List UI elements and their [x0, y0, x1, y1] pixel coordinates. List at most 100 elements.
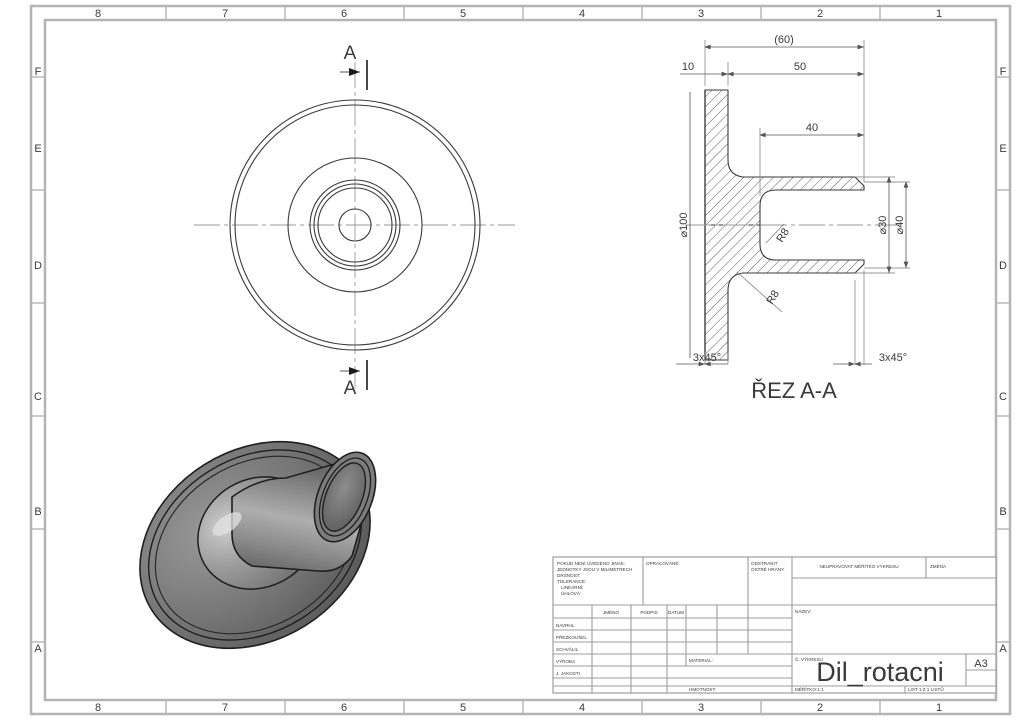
zone-label-top-7: 7 [222, 8, 228, 20]
dim-boss-diameter: ⌀40 [894, 181, 909, 268]
zone-labels-top: 8 7 6 5 4 3 2 1 [95, 8, 942, 20]
dim-fillet-outer-label: R8 [764, 288, 782, 306]
dim-chamfer-left-label: 3x45° [693, 352, 721, 364]
zone-label-top-8: 8 [95, 8, 101, 20]
zone-label-bottom-4: 4 [579, 702, 585, 714]
row-label-j-jakosti: J. JAKOSTI [556, 671, 580, 676]
do-not-scale-label: NEUPRAVOVAT MĚŘÍTKO VÝKRESU [819, 562, 898, 569]
header-podpis: PODPIS [640, 610, 657, 615]
zone-labels-left: F E D C B A [34, 66, 42, 655]
section-view-a-a[interactable]: (60) 10 50 40 ⌀100 ⌀30 ⌀40 [676, 34, 910, 403]
dim-flange-diameter: ⌀100 [678, 92, 691, 358]
zone-label-left-F: F [35, 66, 42, 78]
zone-label-top-4: 4 [579, 8, 585, 20]
zone-label-top-2: 2 [817, 8, 823, 20]
zone-label-right-C: C [999, 391, 1007, 403]
dim-fillet-outer: R8 [736, 271, 783, 313]
zone-label-bottom-3: 3 [698, 702, 704, 714]
drawing-number: Dil_rotacni [816, 657, 944, 687]
zone-label-bottom-8: 8 [95, 702, 101, 714]
zone-label-top-3: 3 [698, 8, 704, 20]
dim-boss-diameter-label: ⌀40 [894, 216, 906, 235]
dim-bore-depth-label: 40 [806, 122, 818, 134]
zone-labels-bottom: 8 7 6 5 4 3 2 1 [95, 702, 942, 714]
zone-label-right-A: A [999, 643, 1007, 655]
zone-label-right-F: F [1000, 66, 1007, 78]
title-block-notes: POKUD NENÍ UVEDENO JINAK: JEDNOTKY JSOU … [557, 560, 632, 596]
zone-label-bottom-2: 2 [817, 702, 823, 714]
zone-label-left-C: C [34, 391, 42, 403]
dim-bore-diameter-label: ⌀30 [877, 216, 889, 235]
zone-label-bottom-5: 5 [460, 702, 466, 714]
zone-label-bottom-7: 7 [222, 702, 228, 714]
zone-label-top-5: 5 [460, 8, 466, 20]
zone-label-right-E: E [999, 143, 1006, 155]
drawing-no-label: Č. VÝKRESU [795, 656, 823, 662]
dim-overall-length: (60) [704, 34, 864, 50]
front-view[interactable]: A A [194, 43, 515, 399]
zone-label-top-1: 1 [936, 8, 942, 20]
sheet-format: A3 [974, 658, 987, 670]
note-line-1: POKUD NENÍ UVEDENO JINAK: [557, 560, 625, 566]
dim-flange-diameter-label: ⌀100 [678, 213, 690, 238]
section-marker-top-label: A [344, 43, 357, 64]
weight-label: HMOTNOST: [689, 687, 716, 692]
scale-label: MĚŘÍTKO:1:1 [795, 685, 824, 692]
zone-label-bottom-1: 1 [936, 702, 942, 714]
sheet-count-label: LIST 1 Z 1 LISTŮ [908, 686, 944, 692]
note-line-6: ÚHLOVÁ: [561, 590, 581, 596]
front-view-centerlines [194, 62, 515, 388]
zone-label-left-D: D [34, 260, 42, 272]
zone-labels-right: F E D C B A [999, 66, 1007, 655]
dim-fillet-inner-label: R8 [774, 226, 792, 244]
dim-bore-depth: 40 [759, 122, 864, 138]
dim-chamfer-right-label: 3x45° [879, 352, 907, 364]
zone-label-left-B: B [34, 506, 41, 518]
extension-lines [704, 40, 910, 364]
zone-label-top-6: 6 [341, 8, 347, 20]
isometric-view[interactable] [101, 400, 409, 690]
zone-label-right-D: D [999, 260, 1007, 272]
header-datum: DATUM [668, 610, 684, 615]
dim-boss-length-label: 50 [794, 61, 806, 73]
iso-boss-chamfer-ring [318, 457, 372, 537]
zone-label-bottom-6: 6 [341, 702, 347, 714]
material-label: MATERIÁL: [689, 657, 713, 663]
dim-bore-diameter: ⌀30 [877, 176, 892, 273]
deburr-label-line2: OSTRÉ HRANY [751, 566, 784, 572]
dim-overall-length-label: (60) [774, 34, 794, 46]
dim-boss-length: 50 [727, 61, 864, 77]
zone-label-right-B: B [999, 506, 1006, 518]
name-label: NÁZEV: [795, 608, 811, 614]
dim-chamfer-right: 3x45° [833, 352, 907, 367]
front-view-circles [229, 99, 481, 351]
note-line-5: LINEÁRNÍ: [561, 584, 583, 590]
row-label-vyroba: VÝROBA [556, 658, 576, 664]
note-line-3: DRSNOST: [557, 573, 580, 578]
dim-flange-thickness: 10 [680, 61, 728, 77]
title-block[interactable]: POKUD NENÍ UVEDENO JINAK: JEDNOTKY JSOU … [552, 556, 997, 694]
note-line-2: JEDNOTKY JSOU V MILIMETRECH [557, 567, 632, 572]
row-label-navrhl: NAVRHL [556, 623, 575, 628]
section-profile [704, 89, 865, 361]
revision-label: ZMĚNA [930, 562, 947, 569]
section-view-title: ŘEZ A-A [751, 378, 837, 403]
sheet-frame [29, 4, 1012, 716]
section-marker-bottom-label: A [344, 378, 357, 399]
row-label-schvalil: SCHVÁLIL [556, 646, 579, 652]
dim-chamfer-left: 3x45° [676, 352, 728, 367]
dim-fillet-inner: R8 [765, 223, 792, 245]
zone-label-left-E: E [34, 143, 41, 155]
section-line-A-A [340, 60, 368, 390]
zone-label-left-A: A [34, 643, 42, 655]
header-jmeno: JMÉNO [603, 609, 620, 615]
deburr-label-line1: ODSTRANIT [751, 561, 778, 566]
iso-bore-opening [321, 462, 367, 532]
note-line-4: TOLERANCE: [557, 579, 586, 584]
opracovane-label: OPRACOVÁNÉ: [646, 560, 680, 566]
signature-rows: NAVRHL PŘEZKOUŠEL SCHVÁLIL VÝROBA J. JAK… [556, 623, 587, 676]
row-label-prezkousel: PŘEZKOUŠEL [556, 633, 587, 640]
dim-flange-thickness-label: 10 [682, 61, 694, 73]
